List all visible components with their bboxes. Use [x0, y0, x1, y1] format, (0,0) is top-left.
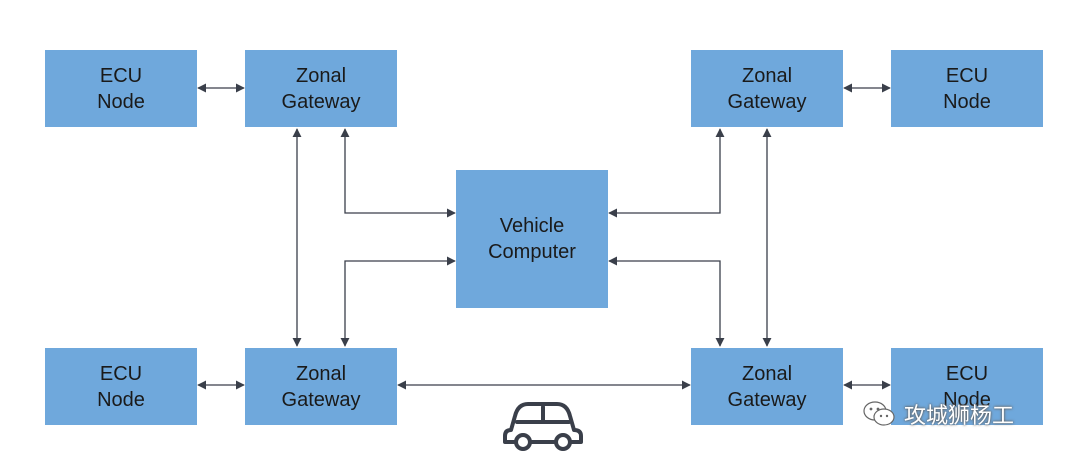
zonal-gateway-bottom-right: Zonal Gateway — [691, 348, 843, 425]
link-gateway-br-vehicle-computer — [608, 256, 725, 347]
node-label-line1: Zonal — [295, 64, 347, 87]
node-label-line2: Node — [97, 388, 145, 411]
node-label-line2: Node — [943, 388, 991, 411]
node-label-line1: Zonal — [741, 64, 793, 87]
node-label-line2: Gateway — [281, 388, 361, 411]
wechat-icon — [863, 401, 895, 426]
node-label-line2: Computer — [488, 241, 576, 263]
watermark: 攻城狮杨工 — [862, 398, 1014, 430]
link-gateway-tr-vehicle-computer — [608, 128, 725, 218]
node-label-line1: ECU — [99, 64, 143, 87]
node-label-line2: Node — [943, 90, 991, 113]
ecu-node-bottom-left: ECU Node — [45, 348, 197, 425]
node-label-line1: ECU — [945, 362, 989, 385]
node-label-line2: Gateway — [727, 388, 807, 411]
node-label-line1: Zonal — [295, 362, 347, 385]
zonal-gateway-top-right: Zonal Gateway — [691, 50, 843, 127]
link-gateway-tl-vehicle-computer — [340, 128, 456, 218]
car-icon — [503, 402, 583, 451]
zonal-gateway-top-left: Zonal Gateway — [245, 50, 397, 127]
node-label-line2: Gateway — [281, 90, 361, 113]
ecu-node-top-right: ECU Node — [891, 50, 1043, 127]
node-label-line2: Node — [97, 90, 145, 113]
vehicle-computer: Vehicle Computer — [456, 170, 608, 308]
ecu-node-top-left: ECU Node — [45, 50, 197, 127]
watermark-text: 攻城狮杨工 — [904, 403, 1015, 428]
node-label-line2: Gateway — [727, 90, 807, 113]
node-label-line1: ECU — [945, 64, 989, 87]
zonal-gateway-bottom-left: Zonal Gateway — [245, 348, 397, 425]
link-gateway-bl-vehicle-computer — [340, 256, 456, 347]
node-label-line1: Zonal — [741, 362, 793, 385]
node-label-line1: Vehicle — [499, 215, 565, 237]
node-label-line1: ECU — [99, 362, 143, 385]
ecu-node-bottom-right: ECU Node — [891, 348, 1043, 425]
